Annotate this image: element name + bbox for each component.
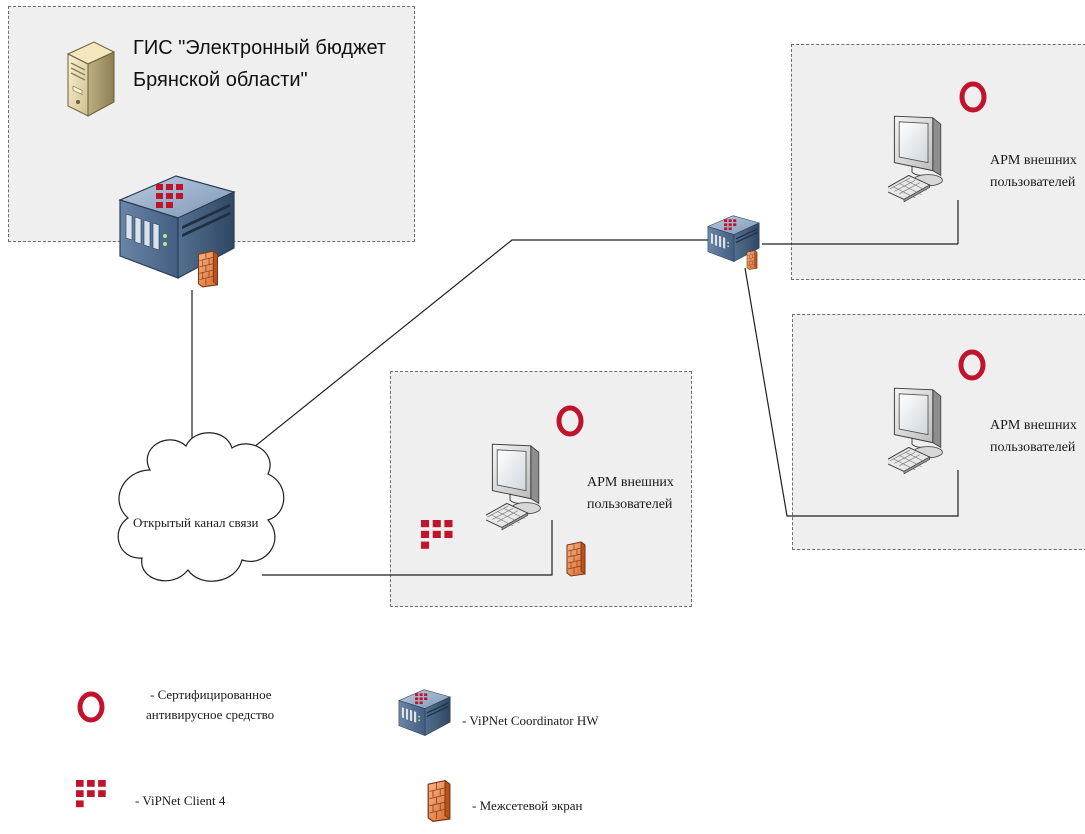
coordinator-appliance-icon <box>118 168 238 292</box>
legend-coordinator-label: - ViPNet Coordinator HW <box>462 713 599 728</box>
legend-client-label: - ViPNet Client 4 <box>135 793 226 808</box>
arm-top-right-label-line1: АРМ внешних <box>990 153 1077 168</box>
cloud-label: Открытый канал связи <box>133 515 259 530</box>
red-squares-icon <box>421 520 457 556</box>
computer-icon <box>486 428 582 542</box>
cloud-shape <box>117 432 285 582</box>
brick-wall-icon <box>566 540 586 578</box>
legend-antivirus-line1: - Сертифицированное <box>150 687 272 702</box>
link-cloud-to-coordinator <box>243 239 712 456</box>
tower-server-icon <box>64 34 118 124</box>
legend-antivirus-line2: антивирусное средство <box>146 707 275 722</box>
zone-arm-center <box>390 371 692 607</box>
brick-wall-icon <box>427 776 451 826</box>
gis-title-line2: Брянской области" <box>133 69 308 91</box>
brick-wall-icon <box>197 250 219 288</box>
ring-icon <box>76 690 106 724</box>
arm-center-label-line1: АРМ внешних <box>587 475 674 490</box>
arm-top-right-label-line2: пользователей <box>990 175 1076 190</box>
gis-title-line1: ГИС "Электронный бюджет <box>133 37 387 59</box>
brick-wall-icon <box>746 250 758 270</box>
legend-firewall-label: - Межсетевой экран <box>472 798 583 813</box>
link-cloud-to-arm-center <box>262 520 553 576</box>
coordinator-appliance-icon <box>398 686 452 742</box>
arm-center-label-line2: пользователей <box>587 497 673 512</box>
computer-icon <box>888 100 984 214</box>
arm-mid-right-label-line1: АРМ внешних <box>990 418 1077 433</box>
red-squares-icon <box>76 780 110 814</box>
link-coordinator-to-arm-mid <box>744 267 959 517</box>
computer-icon <box>888 372 984 486</box>
arm-mid-right-label-line2: пользователей <box>990 440 1076 455</box>
